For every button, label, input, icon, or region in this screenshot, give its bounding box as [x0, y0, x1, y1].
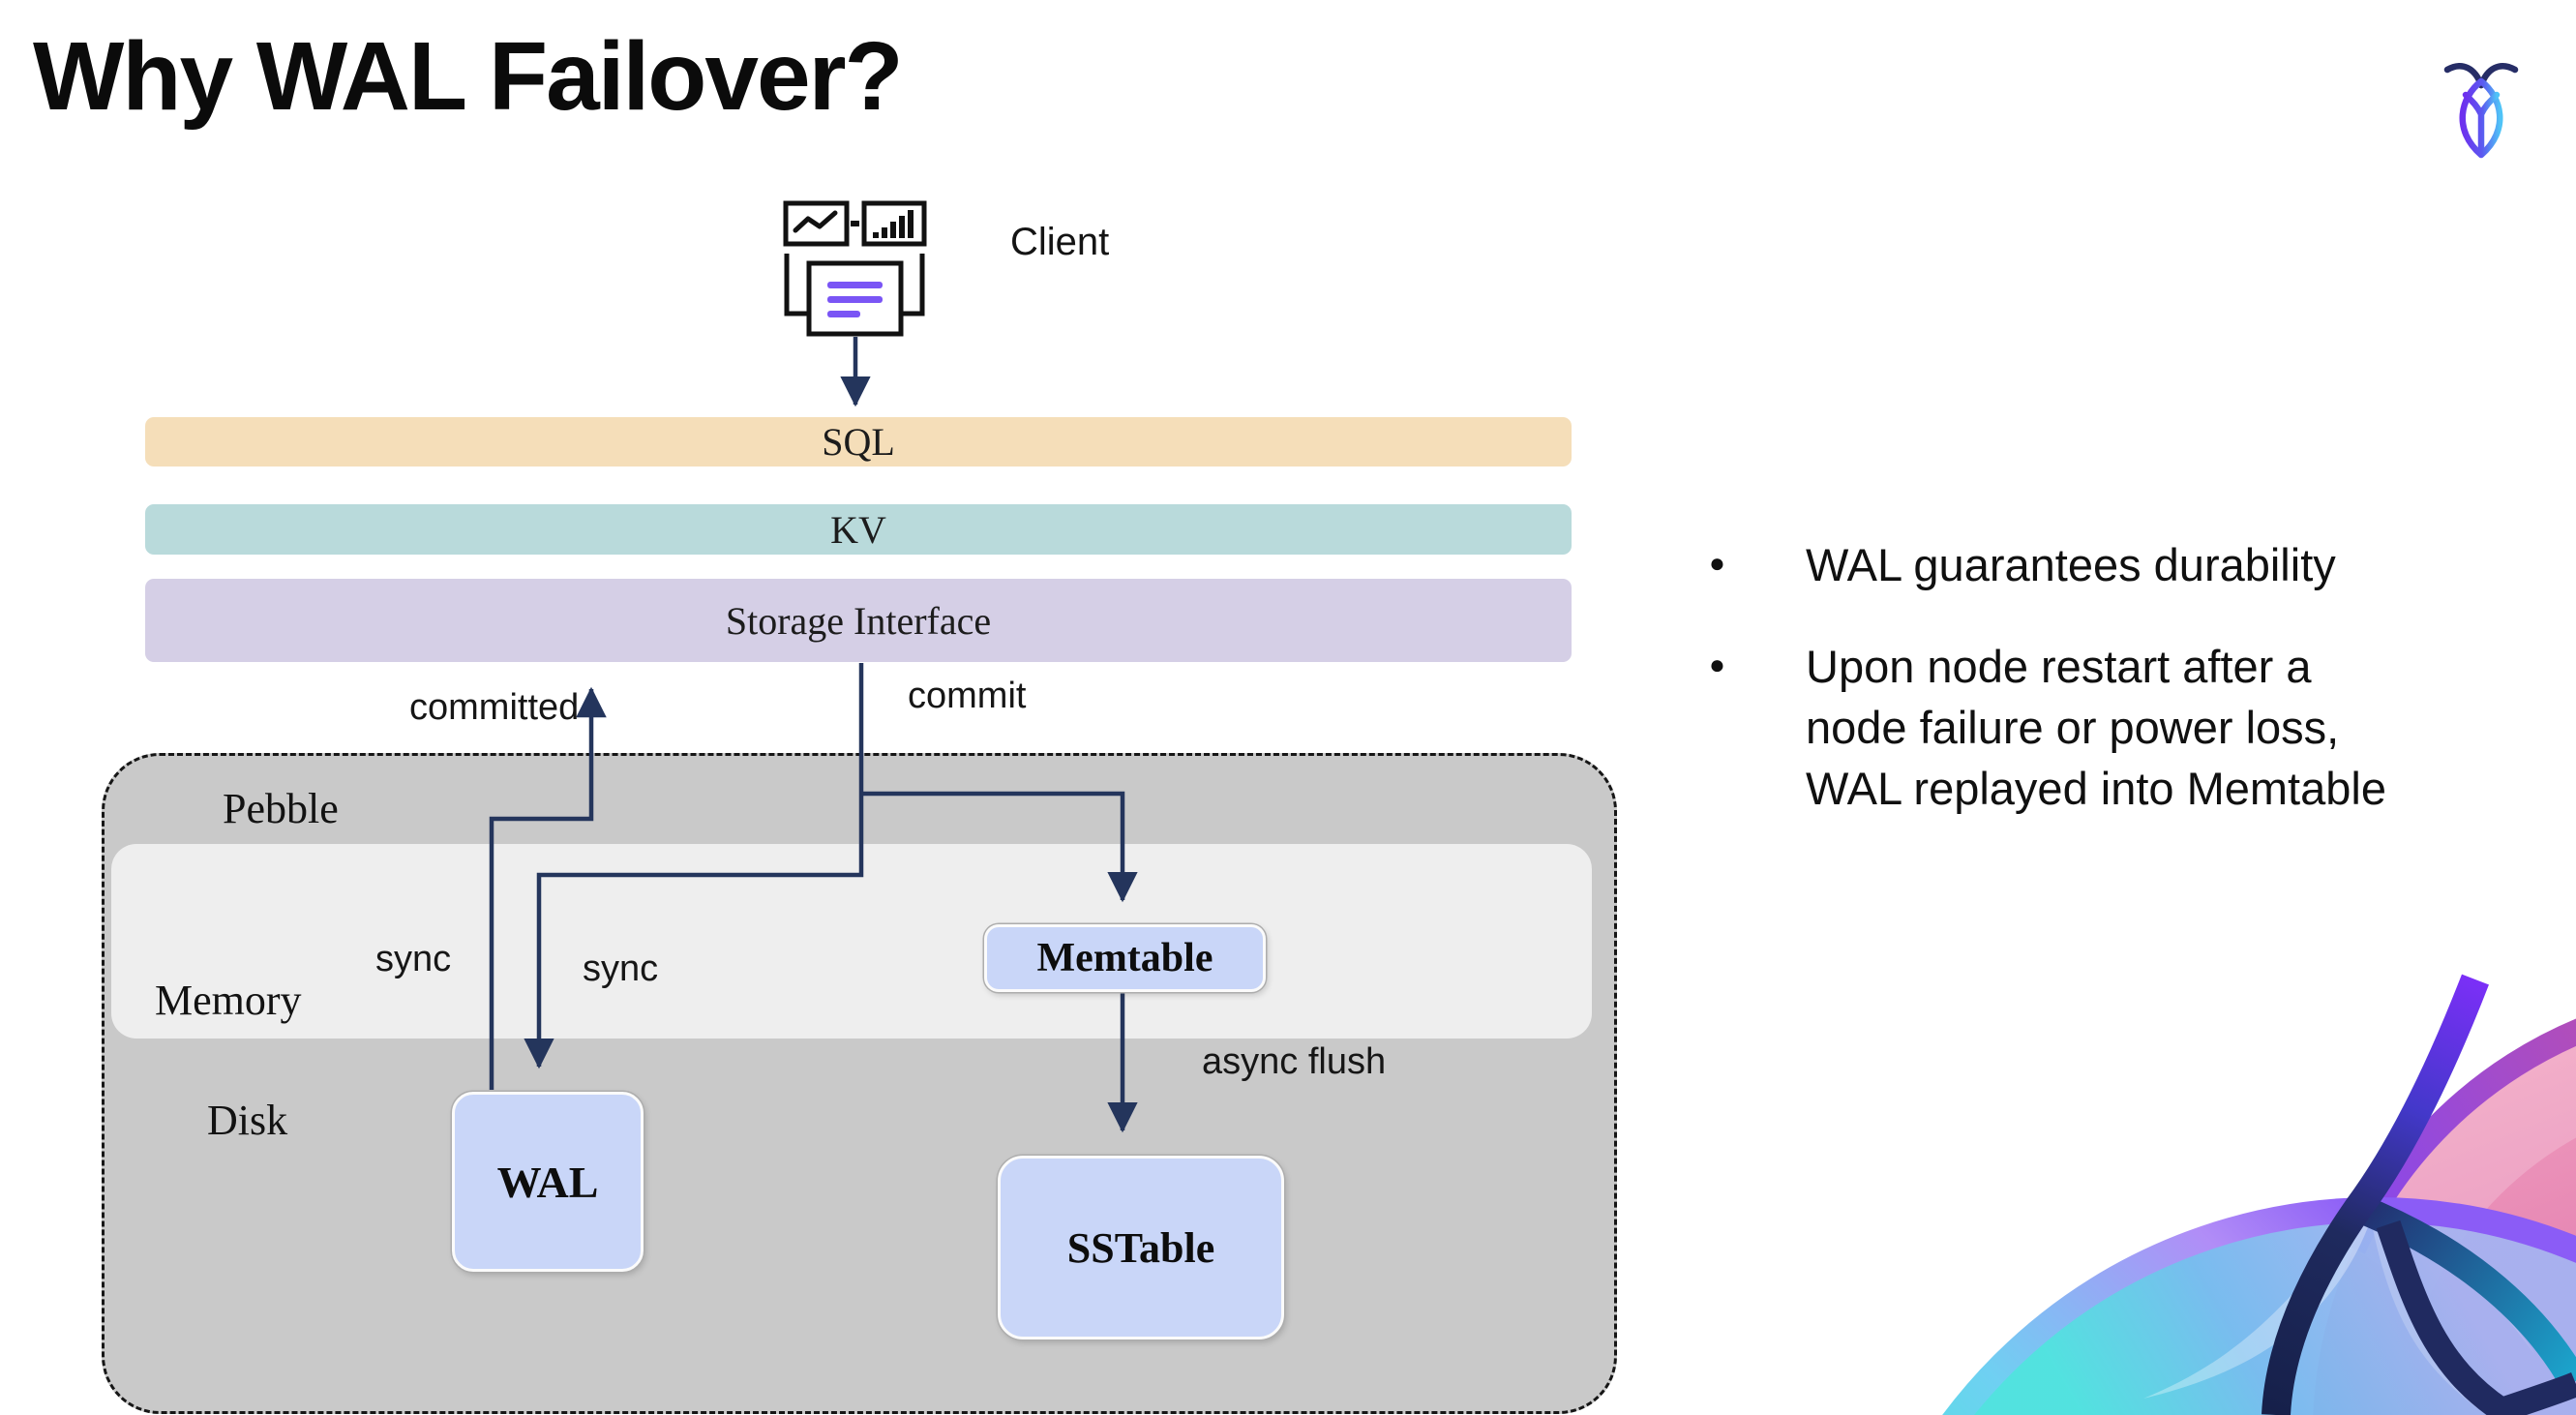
wal-node: WAL	[452, 1092, 644, 1272]
commit-edge-label: commit	[908, 676, 1027, 716]
cockroachdb-logo-icon	[2443, 63, 2519, 159]
line-chart-icon	[783, 200, 850, 247]
bullet-dot-icon: ●	[1709, 649, 1725, 679]
corner-decoration-graphic	[1942, 974, 2576, 1415]
storage-interface-layer-bar: Storage Interface	[145, 579, 1572, 662]
bracket-left-icon	[784, 254, 811, 316]
memory-band	[111, 844, 1592, 1039]
page-title: Why WAL Failover?	[33, 22, 904, 131]
bullet-text: Upon node restart after a node failure o…	[1806, 641, 2386, 814]
memory-label: Memory	[155, 977, 302, 1024]
pebble-label: Pebble	[223, 785, 339, 832]
async-flush-edge-label: async flush	[1202, 1041, 1387, 1082]
bullet-text: WAL guarantees durability	[1806, 539, 2336, 590]
disk-label: Disk	[207, 1097, 288, 1144]
sync-left-edge-label: sync	[375, 939, 452, 979]
list-item: ● Upon node restart after a node failure…	[1709, 636, 2473, 819]
bracket-right-icon	[898, 254, 925, 316]
bullet-dot-icon: ●	[1709, 548, 1725, 578]
client-label: Client	[1010, 221, 1110, 263]
list-item: ● WAL guarantees durability	[1709, 534, 2473, 595]
bullet-list: ● WAL guarantees durability ● Upon node …	[1709, 534, 2473, 819]
sql-layer-bar: SQL	[145, 417, 1572, 467]
committed-edge-label: committed	[409, 687, 580, 728]
kv-layer-bar: KV	[145, 504, 1572, 555]
client-icon	[783, 200, 927, 337]
memtable-node: Memtable	[984, 924, 1266, 992]
sync-right-edge-label: sync	[583, 948, 659, 989]
sstable-node: SSTable	[998, 1156, 1284, 1340]
